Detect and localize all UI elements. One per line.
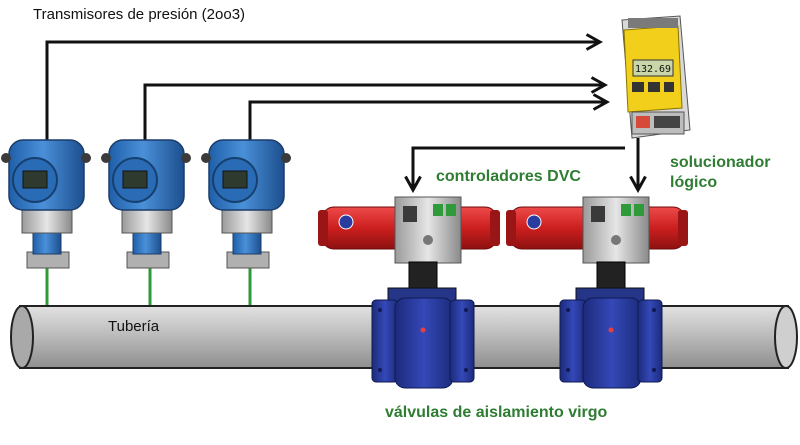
signal-line-1 — [45, 42, 600, 140]
ball-valve-icon — [371, 287, 475, 389]
signal-line-2 — [143, 85, 605, 140]
pneumatic-actuator-icon — [506, 196, 688, 264]
controllers-label: controladores DVC — [436, 168, 581, 185]
pressure-transmitter-icon — [201, 139, 291, 269]
ball-valve-icon — [559, 287, 663, 389]
valve-assembly-2 — [506, 196, 688, 389]
command-line-1 — [413, 146, 625, 190]
valves-label: válvulas de aislamiento virgo — [385, 404, 608, 421]
signal-lines — [45, 42, 638, 190]
signal-line-3 — [248, 102, 607, 140]
pressure-transmitter-icon — [101, 139, 191, 269]
valve-assembly-1 — [318, 196, 500, 389]
logic-solver-icon: 132.69 — [621, 15, 691, 139]
logic-solver-display: 132.69 — [635, 64, 671, 75]
transmitter-connectors — [45, 268, 252, 305]
pipe-label: Tubería — [108, 318, 160, 335]
pipe-right-end — [774, 305, 798, 369]
pressure-transmitter-icon — [1, 139, 91, 269]
logic-solver-label-line2: lógico — [670, 174, 718, 191]
logic-solver-lcd — [632, 59, 674, 77]
logic-solver-label-line1: solucionador — [670, 154, 771, 171]
transmitters-label: Transmisores de presión (2oo3) — [33, 6, 246, 23]
pipe-left-end — [10, 305, 34, 369]
pneumatic-actuator-icon — [318, 196, 500, 264]
